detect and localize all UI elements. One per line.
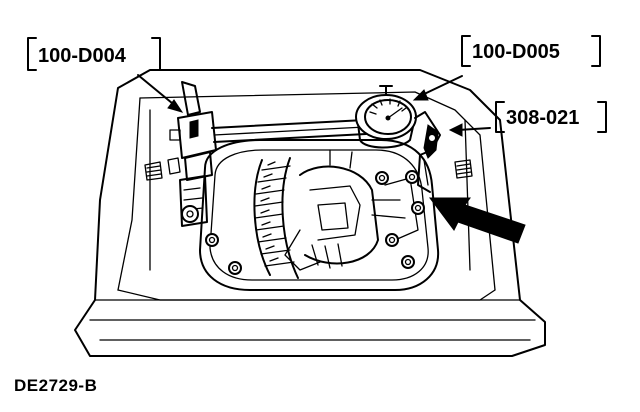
callout-holder-label: 100-D004: [38, 45, 127, 67]
holder-tool: [167, 81, 217, 227]
adapter-tool: [414, 111, 441, 193]
side-studs: [144, 159, 473, 181]
callout-dial-indicator: 100-D005: [412, 35, 601, 101]
callout-holder: 100-D004: [27, 37, 184, 113]
direction-arrow: [429, 197, 526, 244]
indicator-bar: [211, 119, 367, 143]
differential-case: [284, 149, 419, 271]
carrier-housing: [74, 69, 546, 357]
figure-id: DE2729-B: [14, 376, 98, 395]
callout-dial-indicator-label: 100-D005: [472, 41, 560, 63]
dial-indicator: [355, 85, 417, 149]
callout-adapter-label: 308-021: [506, 107, 579, 129]
ring-gear: [253, 157, 299, 279]
bolt-bosses: [205, 170, 425, 275]
callout-adapter: 308-021: [448, 101, 607, 137]
